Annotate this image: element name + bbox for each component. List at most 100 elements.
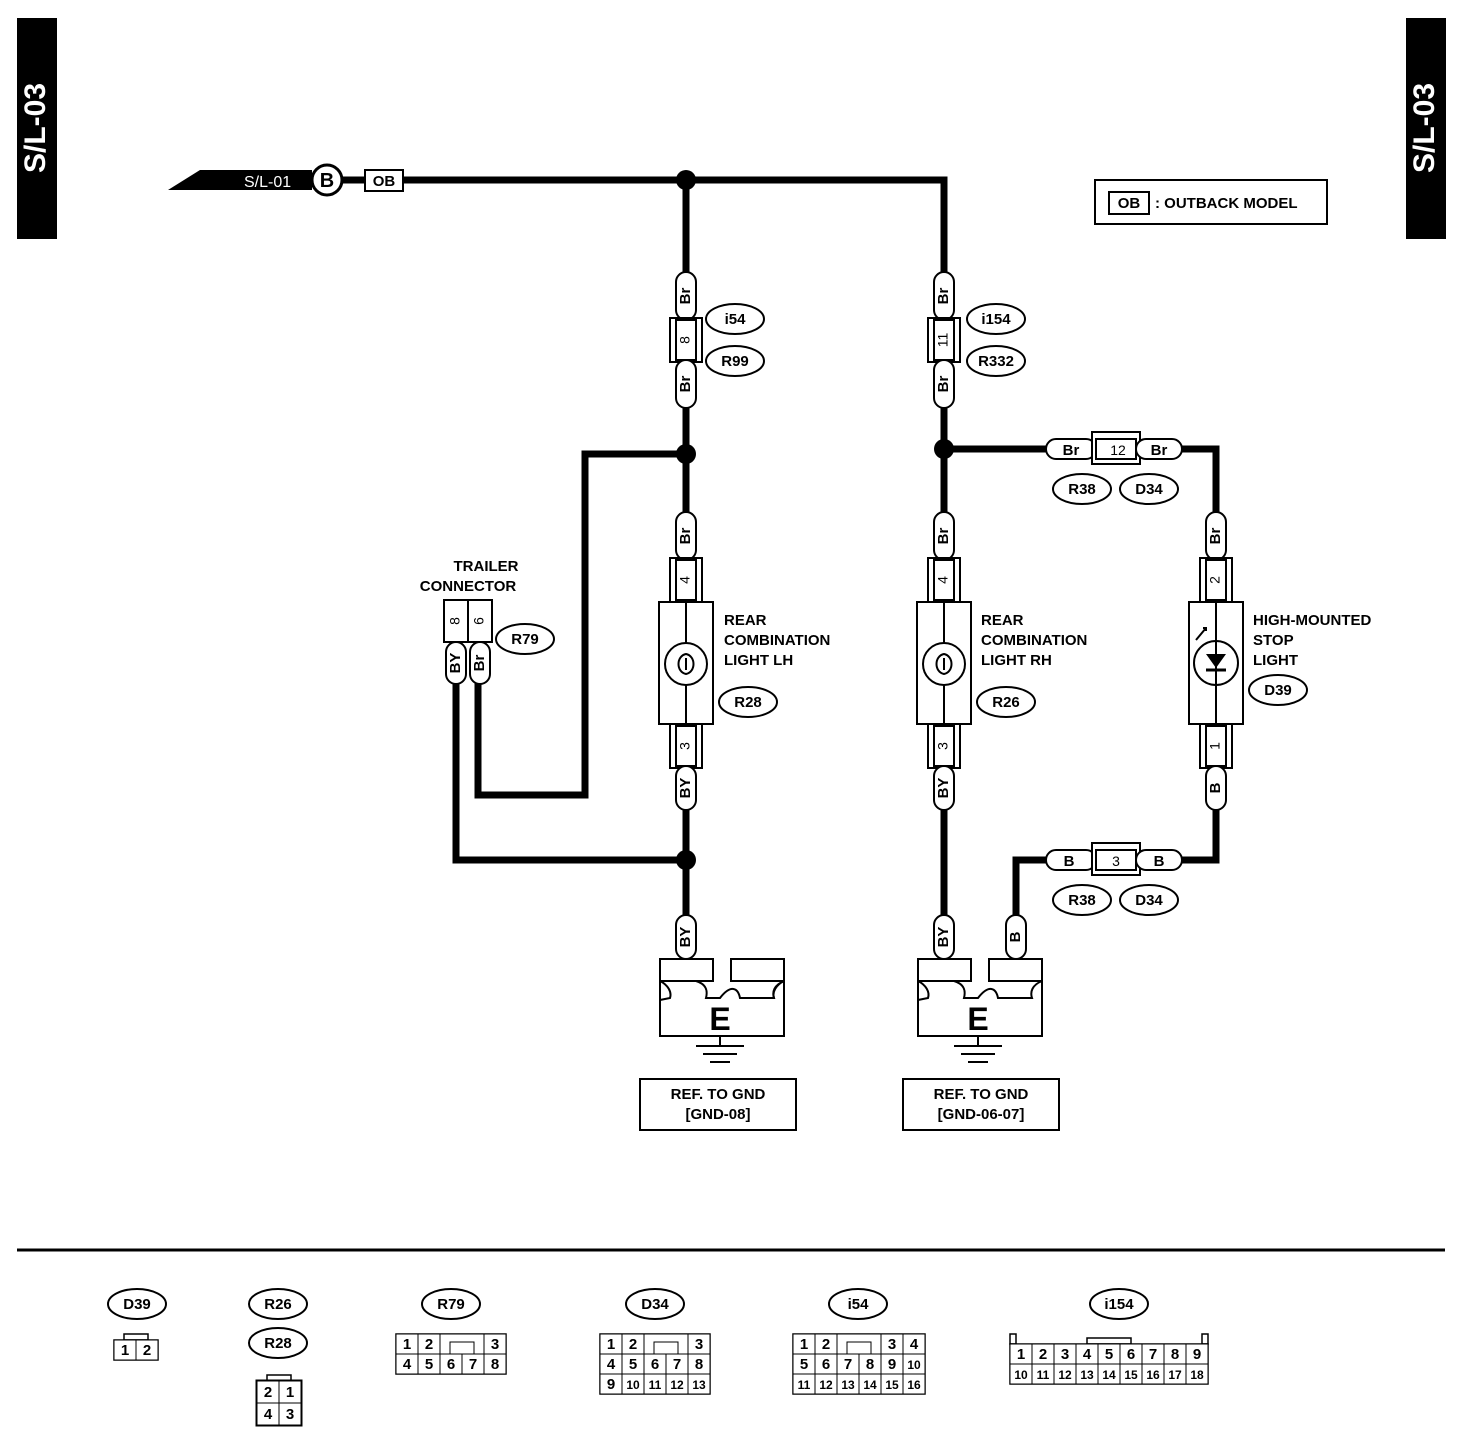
svg-text:D34: D34 — [1135, 892, 1163, 909]
rear-combination-light-rh: Br 4 3 BY — [916, 511, 972, 811]
svg-text:B: B — [1007, 931, 1024, 942]
connector-lock-tab — [1086, 1337, 1132, 1345]
connector-key-notch — [846, 1341, 872, 1354]
svg-text:i54: i54 — [848, 1296, 870, 1313]
view-label-d34: D34 — [625, 1288, 685, 1320]
connector-i154-pin: 11 — [927, 317, 961, 363]
connector-pin-number: 2 — [822, 1336, 830, 1353]
svg-text:R38: R38 — [1068, 892, 1096, 909]
connector-label-r38-top: R38 — [1052, 473, 1112, 505]
svg-text:R79: R79 — [511, 631, 539, 648]
svg-text:3: 3 — [1112, 853, 1120, 869]
svg-text:R99: R99 — [721, 353, 749, 370]
connector-pin-number: 7 — [469, 1356, 477, 1373]
svg-text:D39: D39 — [1264, 682, 1292, 699]
svg-text:B: B — [1154, 853, 1165, 870]
connector-label-i54: i54 — [705, 303, 765, 335]
connector-label-d34-top: D34 — [1119, 473, 1179, 505]
component-label-rear-lh: REAR COMBINATION LIGHT LH — [724, 612, 830, 669]
connector-label-d34-bottom: D34 — [1119, 884, 1179, 916]
connector-pin-number: 8 — [866, 1356, 874, 1373]
svg-text:i154: i154 — [981, 311, 1011, 328]
connector-pin-number: 3 — [491, 1336, 499, 1353]
svg-text:8: 8 — [447, 617, 463, 625]
svg-text:[GND-06-07]: [GND-06-07] — [938, 1106, 1025, 1123]
svg-text:STOP: STOP — [1253, 632, 1294, 649]
connector-pin-number: 13 — [841, 1378, 855, 1392]
svg-text:Br: Br — [935, 528, 952, 545]
connector-pin-number: 7 — [1149, 1346, 1157, 1363]
svg-text:HIGH-MOUNTED: HIGH-MOUNTED — [1253, 612, 1371, 629]
component-label-trailer: TRAILER CONNECTOR — [420, 558, 519, 595]
connector-pin-cell — [687, 1373, 711, 1395]
connector-pin-number: 3 — [286, 1406, 294, 1423]
svg-text:BY: BY — [677, 778, 694, 799]
svg-text:R28: R28 — [734, 694, 762, 711]
wire-label-br-rh-mid: Br — [933, 359, 955, 409]
connector-pin-number: 8 — [695, 1356, 703, 1373]
svg-text:: OUTBACK MODEL: : OUTBACK MODEL — [1155, 195, 1298, 212]
svg-text:Br: Br — [677, 528, 694, 545]
wire-label-br-rh-top: Br — [933, 271, 955, 321]
svg-text:Br: Br — [1063, 442, 1080, 459]
svg-text:R38: R38 — [1068, 481, 1096, 498]
connector-pin-number: 3 — [1061, 1346, 1069, 1363]
connector-blank-slot — [643, 1333, 689, 1355]
connector-label-r332: R332 — [966, 345, 1026, 377]
view-label-i54: i54 — [828, 1288, 888, 1320]
svg-text:BY: BY — [677, 927, 694, 948]
view-label-r26: R26 — [248, 1288, 308, 1320]
view-label-d39: D39 — [107, 1288, 167, 1320]
svg-text:[GND-08]: [GND-08] — [685, 1106, 750, 1123]
connector-pin-number: 9 — [888, 1356, 896, 1373]
svg-text:4: 4 — [677, 576, 693, 584]
connector-label-r38-bottom: R38 — [1052, 884, 1112, 916]
svg-text:Br: Br — [1151, 442, 1168, 459]
svg-text:4: 4 — [935, 576, 951, 584]
legend-box: OB : OUTBACK MODEL — [1094, 179, 1328, 225]
wire-label-br-lh-top: Br — [675, 271, 697, 321]
view-label-r79: R79 — [421, 1288, 481, 1320]
connector-lock-tab — [123, 1333, 149, 1341]
wire-label-br-lh-mid: Br — [675, 359, 697, 409]
connector-pin-number: 15 — [1124, 1368, 1138, 1382]
connector-pin-number: 10 — [626, 1378, 640, 1392]
connector-ear — [1009, 1333, 1017, 1345]
connector-ear — [1201, 1333, 1209, 1345]
connector-pin-cell — [483, 1353, 507, 1375]
connector-label-r99: R99 — [705, 345, 765, 377]
connector-pin-number: 1 — [800, 1336, 808, 1353]
svg-text:B: B — [320, 170, 334, 192]
connector-pin-number: 6 — [822, 1356, 830, 1373]
svg-text:BY: BY — [935, 927, 952, 948]
connector-pin-number: 2 — [425, 1336, 433, 1353]
connector-pin-number: 15 — [885, 1378, 899, 1392]
connector-pin-number: 4 — [264, 1406, 273, 1423]
svg-text:S/L-03: S/L-03 — [1408, 83, 1441, 173]
connector-pin-number: 2 — [143, 1342, 151, 1359]
svg-text:REF. TO GND: REF. TO GND — [934, 1086, 1029, 1103]
svg-text:B: B — [1064, 853, 1075, 870]
connector-key-notch — [653, 1341, 679, 1354]
page-tag-right: S/L-03 — [1406, 18, 1446, 239]
svg-text:E: E — [967, 1001, 988, 1037]
connector-pin-number: 2 — [264, 1384, 272, 1401]
connector-pin-number: 4 — [403, 1356, 412, 1373]
connector-blank-slot — [836, 1333, 882, 1355]
connector-pin-number: 16 — [907, 1378, 921, 1392]
connector-pin-number: 8 — [1171, 1346, 1179, 1363]
connector-pin-number: 17 — [1168, 1368, 1182, 1382]
page-tag-left: S/L-03 — [17, 18, 57, 239]
connector-pin-number: 4 — [607, 1356, 616, 1373]
svg-text:COMBINATION: COMBINATION — [724, 632, 830, 649]
svg-text:REAR: REAR — [981, 612, 1024, 629]
connector-pin-number: 12 — [819, 1378, 833, 1392]
svg-text:LIGHT RH: LIGHT RH — [981, 652, 1052, 669]
svg-text:2: 2 — [1207, 576, 1223, 584]
connector-pin-number: 4 — [1083, 1346, 1092, 1363]
svg-text:12: 12 — [1110, 442, 1126, 458]
connector-label-d39: D39 — [1248, 674, 1308, 706]
